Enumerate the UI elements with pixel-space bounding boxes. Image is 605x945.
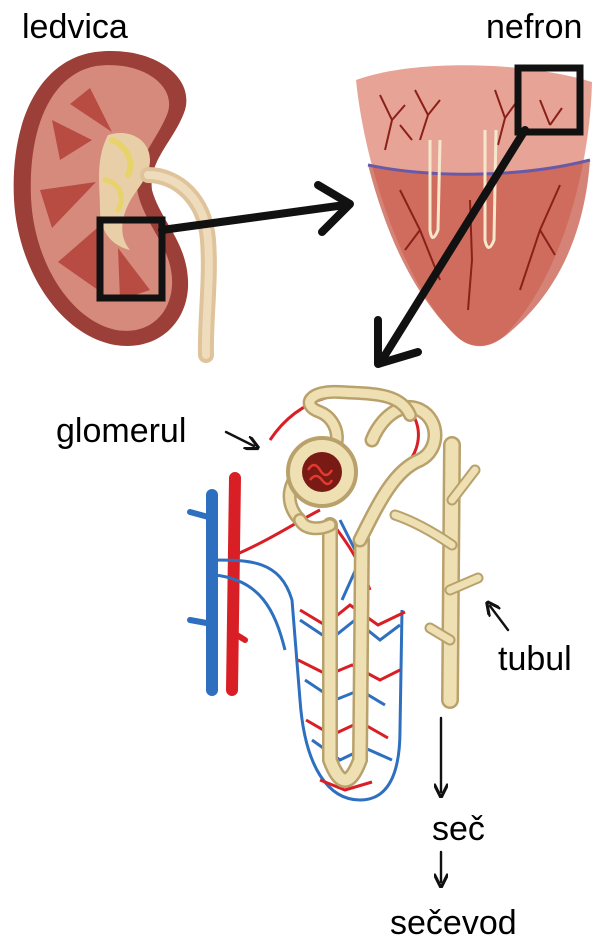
label-ureter: sečevod [390,906,517,940]
label-glomerulus: glomerul [56,414,186,448]
glomerulus-pointer-arrow [226,432,254,446]
kidney-illustration [14,51,209,355]
label-tubule: tubul [498,642,572,676]
label-nephron: nefron [486,10,582,44]
glomerulus-capsule [288,438,356,506]
nephron-detail-illustration [190,392,478,800]
arrow-kidney-to-nephron [162,205,345,230]
label-urine: seč [432,812,485,846]
label-kidney: ledvica [22,10,128,44]
tubule-pointer-arrow [490,606,508,630]
